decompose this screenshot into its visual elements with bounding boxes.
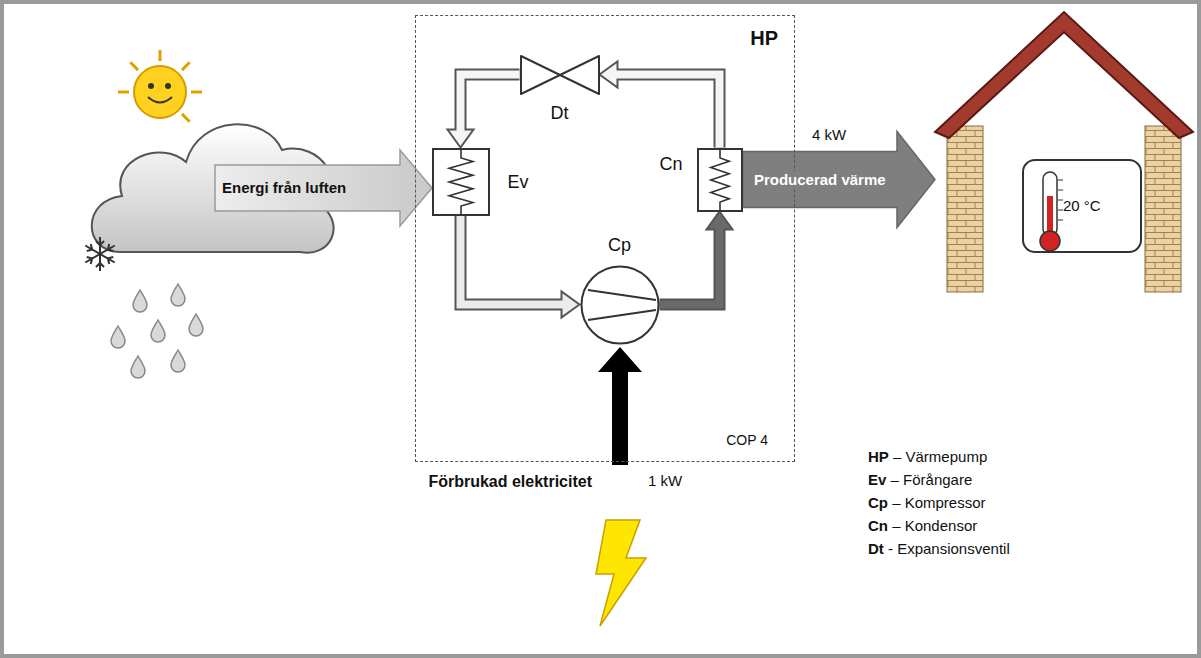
abbreviation-entry: Dt - Expansionsventil: [868, 540, 1010, 558]
evaporator-box: Ev: [432, 148, 490, 216]
abbreviation-entry: Ev – Förångare: [868, 471, 972, 489]
compressor-symbol: Cp: [580, 265, 660, 345]
compressor-symbol-shape: [580, 265, 660, 345]
abbreviation-entry: HP – Värmepump: [868, 448, 987, 466]
refrigerant-flow-arrow: [660, 212, 733, 305]
component-label: 20 °C: [1063, 197, 1101, 215]
component-label: Ev: [508, 172, 529, 194]
abbreviation-entry: Cn – Kondensor: [868, 517, 977, 535]
refrigerant-flow-arrow: [448, 75, 520, 148]
power-value: 4 kW: [812, 126, 846, 144]
component-label: HP: [750, 26, 778, 50]
abbreviation-entry: Cp – Kompressor: [868, 494, 986, 512]
lightning-icon: [596, 520, 646, 626]
coil-symbol: [434, 150, 488, 214]
power-value: 1 kW: [648, 472, 682, 490]
refrigerant-flow-arrow: [461, 216, 580, 318]
flow-label: Förbrukad elektricitet: [428, 472, 592, 491]
refrigerant-flow-arrow: [600, 62, 720, 148]
sun-icon: [118, 50, 202, 122]
component-label: Cp: [580, 235, 660, 257]
electricity-arrow: [598, 347, 642, 465]
condenser-box: Cn: [697, 148, 743, 212]
flow-label: Energi från luften: [222, 179, 346, 197]
component-label: Dt: [520, 103, 600, 125]
snowflake-icon: [83, 237, 116, 271]
house: 20 °C: [935, 10, 1193, 292]
house-shape: [935, 10, 1193, 292]
edge-label: Producerad värme: [752, 171, 888, 189]
heat-output-arrow: [743, 132, 936, 228]
coil-symbol: [699, 150, 741, 210]
expansion-valve: Dt: [520, 55, 600, 95]
cop-value: COP 4: [726, 432, 768, 449]
air-energy-arrow: [215, 150, 432, 226]
heat-pump-boundary: HP COP 4 EvCp Cn Dt: [415, 15, 795, 462]
component-label: Cn: [659, 154, 682, 176]
raindrops: [111, 284, 203, 378]
expansion-valve-shape: [520, 55, 600, 95]
